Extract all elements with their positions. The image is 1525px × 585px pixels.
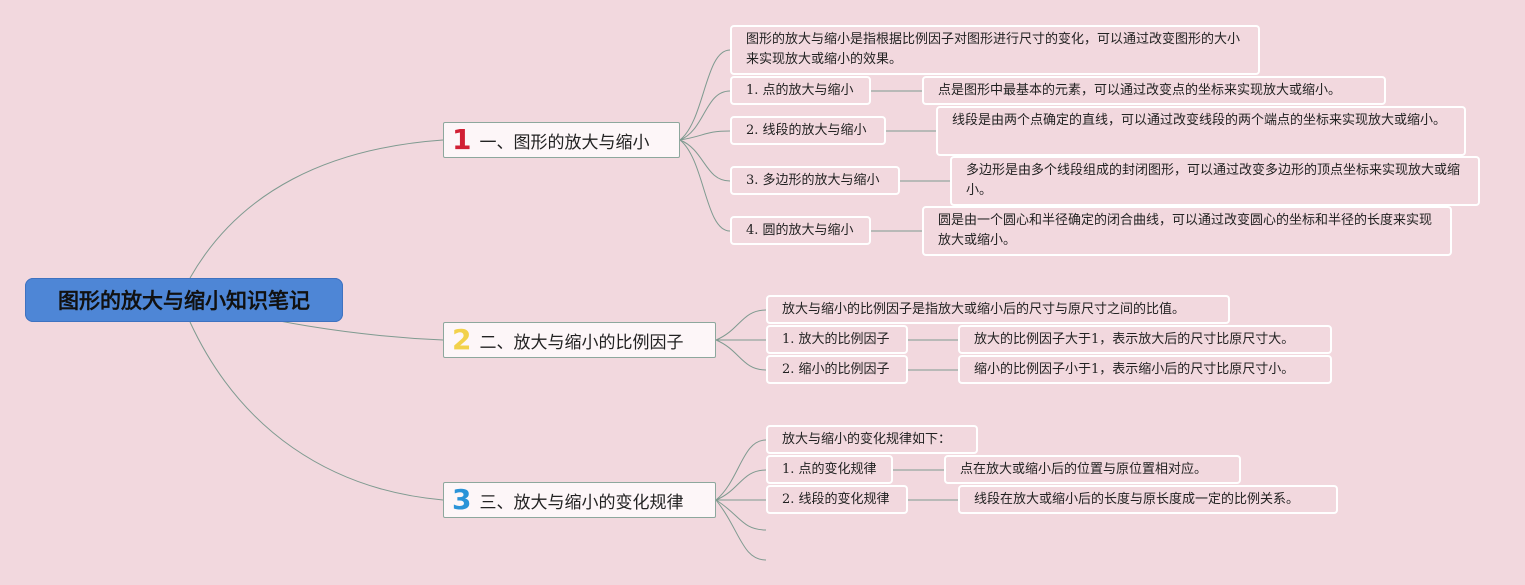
- topic-2[interactable]: 2 二、放大与缩小的比例因子: [443, 322, 716, 358]
- topic-1-item-4[interactable]: 4. 圆的放大与缩小: [730, 216, 871, 245]
- topic-3-item-2-detail[interactable]: 线段在放大或缩小后的长度与原长度成一定的比例关系。: [958, 485, 1338, 514]
- topic-1-item-2-detail[interactable]: 线段是由两个点确定的直线，可以通过改变线段的两个端点的坐标来实现放大或缩小。: [936, 106, 1466, 156]
- topic-1[interactable]: 1 一、图形的放大与缩小: [443, 122, 680, 158]
- topic-3-item-1[interactable]: 1. 点的变化规律: [766, 455, 893, 484]
- number-3-icon: 3: [452, 483, 472, 516]
- topic-1-item-2[interactable]: 2. 线段的放大与缩小: [730, 116, 886, 145]
- topic-2-title: 二、放大与缩小的比例因子: [479, 332, 684, 353]
- topic-3-item-2[interactable]: 2. 线段的变化规律: [766, 485, 908, 514]
- topic-2-item-2-detail[interactable]: 缩小的比例因子小于1，表示缩小后的尺寸比原尺寸小。: [958, 355, 1332, 384]
- topic-1-item-1-detail[interactable]: 点是图形中最基本的元素，可以通过改变点的坐标来实现放大或缩小。: [922, 76, 1386, 105]
- topic-1-item-1[interactable]: 1. 点的放大与缩小: [730, 76, 871, 105]
- topic-1-item-4-detail[interactable]: 圆是由一个圆心和半径确定的闭合曲线，可以通过改变圆心的坐标和半径的长度来实现放大…: [922, 206, 1452, 256]
- number-1-icon: 1: [452, 123, 472, 156]
- topic-1-intro[interactable]: 图形的放大与缩小是指根据比例因子对图形进行尺寸的变化，可以通过改变图形的大小来实…: [730, 25, 1260, 75]
- topic-3-title: 三、放大与缩小的变化规律: [479, 492, 684, 513]
- number-2-icon: 2: [452, 323, 472, 356]
- topic-2-item-2[interactable]: 2. 缩小的比例因子: [766, 355, 908, 384]
- topic-1-item-3[interactable]: 3. 多边形的放大与缩小: [730, 166, 900, 195]
- topic-2-intro[interactable]: 放大与缩小的比例因子是指放大或缩小后的尺寸与原尺寸之间的比值。: [766, 295, 1230, 324]
- topic-3-intro[interactable]: 放大与缩小的变化规律如下：: [766, 425, 978, 454]
- topic-3-item-1-detail[interactable]: 点在放大或缩小后的位置与原位置相对应。: [944, 455, 1241, 484]
- topic-3[interactable]: 3 三、放大与缩小的变化规律: [443, 482, 716, 518]
- topic-1-title: 一、图形的放大与缩小: [479, 132, 650, 153]
- topic-1-item-3-detail[interactable]: 多边形是由多个线段组成的封闭图形，可以通过改变多边形的顶点坐标来实现放大或缩小。: [950, 156, 1480, 206]
- root-topic[interactable]: 图形的放大与缩小知识笔记: [25, 278, 343, 322]
- topic-2-item-1[interactable]: 1. 放大的比例因子: [766, 325, 908, 354]
- topic-2-item-1-detail[interactable]: 放大的比例因子大于1，表示放大后的尺寸比原尺寸大。: [958, 325, 1332, 354]
